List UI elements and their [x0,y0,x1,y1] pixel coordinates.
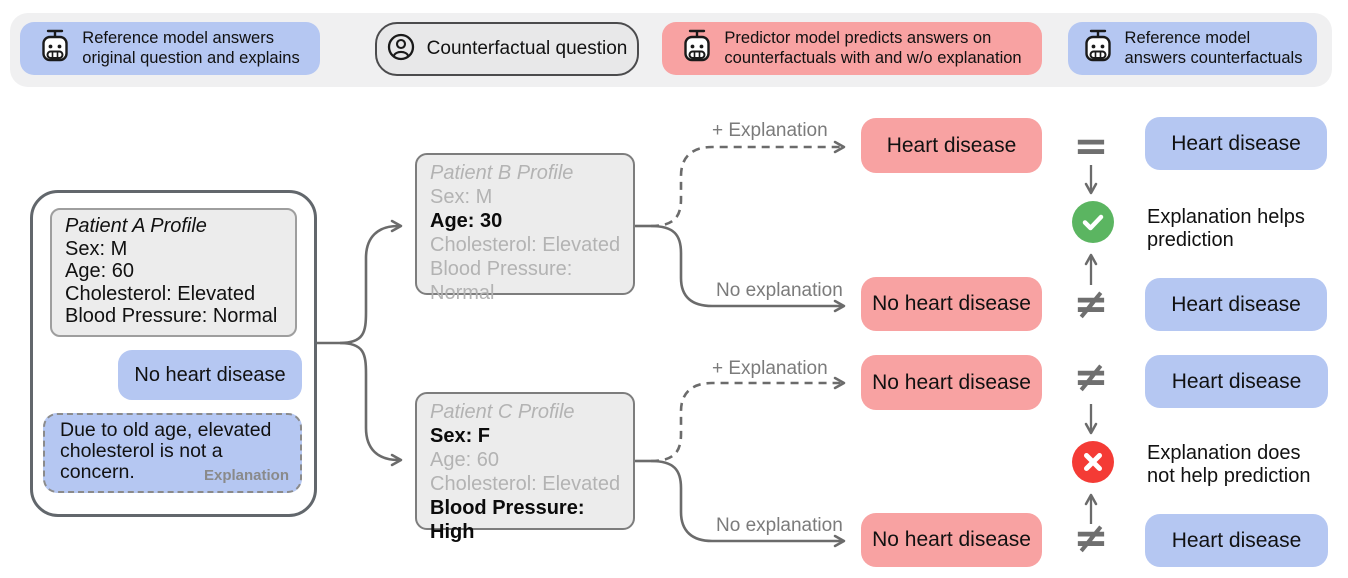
legend-item-counterfactual-question: Counterfactual question [375,22,639,76]
legend-item-reference-model: Reference model answers original questio… [20,22,320,75]
explanation-box: Due to old age, elevated cholesterol is … [43,413,302,493]
robot-icon [682,28,712,69]
not-equal-symbol: ≠ [1073,512,1109,562]
legend-item-label: Predictor model predicts answers on coun… [724,29,1022,67]
reference-answer-c-without: Heart disease [1145,514,1328,567]
legend-item-label: Counterfactual question [426,37,628,59]
reference-answer-b-with: Heart disease [1145,117,1327,170]
patient-a-row: Age: 60 [65,260,134,282]
x-circle-icon [1072,441,1114,488]
patient-b-row: Blood Pressure: Normal [430,258,573,304]
patient-c-row: Cholesterol: Elevated [430,473,621,495]
patient-c-profile-card: Patient C Profile Sex: F Age: 60 Cholest… [415,392,635,543]
patient-c-row: Age: 60 [430,449,499,471]
person-icon [387,33,415,66]
reference-answer-c-with: Heart disease [1145,355,1328,408]
patient-a-row: Cholesterol: Elevated [65,282,256,305]
b-with-explanation-label: + Explanation [712,120,828,141]
reference-answer-b-without: Heart disease [1145,278,1327,331]
branch-to-b [339,219,403,345]
patient-a-title: Patient A Profile [65,215,207,237]
check-circle-icon [1072,201,1114,248]
patient-c-title: Patient C Profile [430,401,575,423]
c-with-explanation-arrow [650,376,846,463]
robot-icon [1083,28,1113,69]
c-no-explanation-label: No explanation [716,515,843,536]
patient-b-row: Sex: M [430,186,493,208]
prediction-c-without-explanation: No heart disease [861,513,1042,567]
explanation-text: Due to old age, elevated cholesterol is … [60,419,272,483]
c-with-explanation-label: + Explanation [712,358,828,379]
prediction-b-without-explanation: No heart disease [861,277,1042,331]
b-no-explanation-label: No explanation [716,280,843,301]
patient-c-row: Blood Pressure: High [430,497,585,543]
verdict-not-helps-text: Explanation does not help prediction [1147,442,1311,487]
patient-c-row: Sex: F [430,425,491,447]
branch-to-c [339,341,403,467]
reference-answer-box: No heart disease [118,350,302,400]
legend-item-label: Reference model answers counterfactuals [1124,29,1303,67]
prediction-b-with-explanation: Heart disease [861,118,1042,173]
patient-b-row: Age: 30 [430,210,503,232]
b-with-explanation-arrow [650,140,846,228]
equal-symbol: = [1073,120,1109,170]
patient-b-profile-card: Patient B Profile Sex: M Age: 30 Cholest… [415,153,635,304]
not-equal-symbol: ≠ [1073,351,1109,401]
explanation-tag: Explanation [203,467,289,484]
legend-item-predictor-model: Predictor model predicts answers on coun… [662,22,1042,75]
patient-a-profile-card: Patient A Profile Sex: M Age: 60 Cholest… [50,208,297,337]
prediction-c-with-explanation: No heart disease [861,355,1042,410]
verdict-helps-text: Explanation helps prediction [1147,206,1305,251]
patient-a-row: Sex: M [65,237,128,260]
patient-a-row: Blood Pressure: Normal [65,305,278,327]
legend-item-reference-counterfactuals: Reference model answers counterfactuals [1068,22,1317,75]
legend-item-label: Reference model answers original questio… [82,29,300,67]
robot-icon [40,28,70,69]
patient-b-title: Patient B Profile [430,162,574,184]
patient-b-row: Cholesterol: Elevated [430,234,621,256]
not-equal-symbol: ≠ [1073,278,1109,328]
